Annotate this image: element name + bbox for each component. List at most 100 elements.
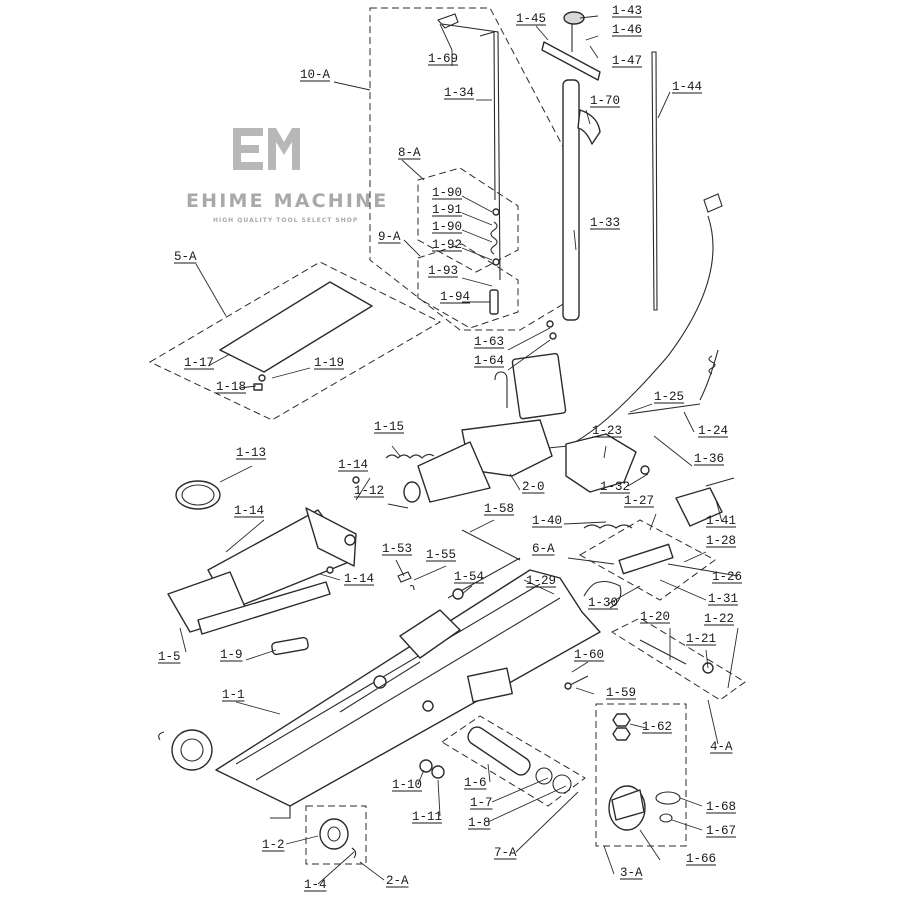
part-label: 1-36	[694, 452, 724, 466]
group-box-6-a	[578, 519, 716, 601]
em-logo-icon: EM	[233, 128, 300, 170]
part-label: 1-92	[432, 238, 462, 252]
part-label: 1-41	[706, 514, 736, 528]
part-label: 1-28	[706, 534, 736, 548]
part-label: 3-A	[620, 866, 643, 880]
part-label: 1-43	[612, 4, 642, 18]
lift-arm	[167, 480, 357, 656]
part-label: 1-14	[338, 458, 368, 472]
part-label: 1-14	[344, 572, 374, 586]
part-label: 1-54	[454, 570, 484, 584]
part-label: 1-67	[706, 824, 736, 838]
part-label: 1-90	[432, 186, 462, 200]
part-label: 1-91	[432, 203, 462, 217]
part-label: 1-15	[374, 420, 404, 434]
front-wheel	[158, 729, 357, 859]
cover-plate	[219, 281, 373, 391]
part-label: 1-53	[382, 542, 412, 556]
leader-lines	[179, 15, 739, 885]
part-label: 1-60	[574, 648, 604, 662]
part-label: 2-0	[522, 480, 545, 494]
part-label: 1-26	[712, 570, 742, 584]
part-label: 5-A	[174, 250, 197, 264]
part-label: 8-A	[398, 146, 421, 160]
part-label: 1-5	[158, 650, 181, 664]
pump-cylinder	[385, 349, 719, 503]
part-label: 1-58	[484, 502, 514, 516]
group-box-4-a	[610, 617, 746, 701]
part-label: 1-32	[600, 480, 630, 494]
part-label: 1-11	[412, 810, 442, 824]
part-label: 9-A	[378, 230, 401, 244]
part-label: 1-18	[216, 380, 246, 394]
part-label: 1-66	[686, 852, 716, 866]
part-label: 1-33	[590, 216, 620, 230]
axle-set	[419, 726, 572, 794]
part-label: 1-55	[426, 548, 456, 562]
part-label: 1-7	[470, 796, 493, 810]
parts	[158, 11, 735, 859]
part-label: 1-1	[222, 688, 245, 702]
group-box-8-a	[417, 167, 519, 273]
part-label: 1-31	[708, 592, 738, 606]
part-label: 1-27	[624, 494, 654, 508]
part-label: 1-13	[236, 446, 266, 460]
small-parts	[326, 320, 589, 690]
part-label: 1-93	[428, 264, 458, 278]
part-label: 1-23	[592, 424, 622, 438]
part-label: 1-90	[432, 220, 462, 234]
watermark: EM EHIME MACHINE HIGH QUALITY TOOL SELEC…	[186, 128, 388, 224]
main-frame	[215, 557, 601, 819]
part-label: 1-69	[428, 52, 458, 66]
part-label: 6-A	[532, 542, 555, 556]
part-label: 1-19	[314, 356, 344, 370]
part-label: 1-34	[444, 86, 474, 100]
part-label: 1-94	[440, 290, 470, 304]
group-box-2-a	[305, 805, 367, 865]
part-label: 1-45	[516, 12, 546, 26]
part-label: 1-14	[234, 504, 264, 518]
part-label: 2-A	[386, 874, 409, 888]
handle-assembly	[437, 11, 723, 449]
group-box-9-a	[417, 243, 519, 329]
group-box-7-a	[441, 715, 586, 807]
part-label: 1-12	[354, 484, 384, 498]
part-label: 1-17	[184, 356, 214, 370]
pedal-linkage	[461, 477, 735, 674]
part-label: 1-59	[606, 686, 636, 700]
part-label: 1-25	[654, 390, 684, 404]
group-box-5-a	[148, 261, 442, 421]
part-label: 1-24	[698, 424, 728, 438]
rear-caster	[608, 713, 681, 831]
part-label: 1-20	[640, 610, 670, 624]
part-label: 1-6	[464, 776, 487, 790]
brand-tagline: HIGH QUALITY TOOL SELECT SHOP	[213, 217, 358, 224]
part-labels: 10-A 1-69 1-34 8-A 1-90 1-91 1-90 1-92 9-A 1-93 1-…	[158, 4, 742, 892]
part-label: 1-30	[588, 596, 618, 610]
part-label: 1-68	[706, 800, 736, 814]
part-label: 1-46	[612, 23, 642, 37]
part-label: 1-70	[590, 94, 620, 108]
part-label: 1-9	[220, 648, 243, 662]
part-label: 1-62	[642, 720, 672, 734]
part-label: 10-A	[300, 68, 331, 82]
part-label: 1-40	[532, 514, 562, 528]
part-label: 1-21	[686, 632, 716, 646]
part-label: 1-22	[704, 612, 734, 626]
brand-name: EHIME MACHINE	[186, 190, 388, 212]
part-label: 1-10	[392, 778, 422, 792]
part-label: 1-8	[468, 816, 491, 830]
part-label: 1-29	[526, 574, 556, 588]
part-label: 4-A	[710, 740, 733, 754]
part-label: 1-64	[474, 354, 504, 368]
part-label: 1-47	[612, 54, 642, 68]
group-box-10-a	[369, 7, 571, 331]
part-label: 1-2	[262, 838, 285, 852]
part-label: 7-A	[494, 846, 517, 860]
part-label: 1-44	[672, 80, 702, 94]
part-label: 1-63	[474, 335, 504, 349]
part-label: 1-4	[304, 878, 327, 892]
group-box-3-a	[595, 703, 687, 847]
